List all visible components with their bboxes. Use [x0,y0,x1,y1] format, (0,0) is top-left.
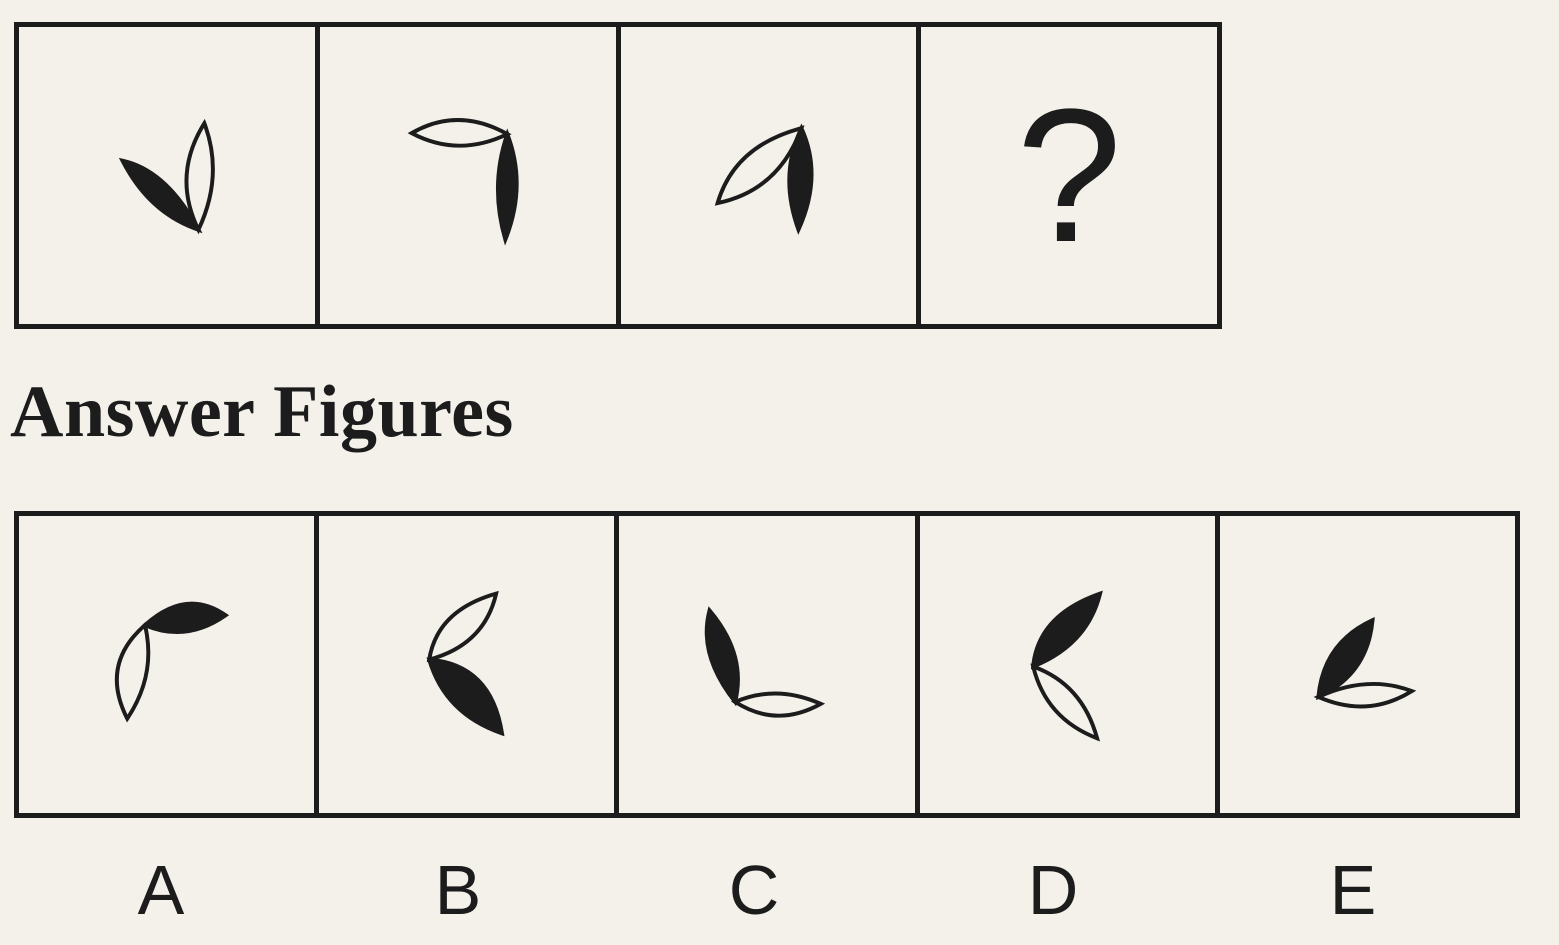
problem-figure-3 [621,27,922,324]
problem-figures-row: ? [14,22,1222,329]
option-label-e: E [1329,851,1377,929]
problem-figure-2 [320,27,621,324]
problem-figure-1 [19,27,320,324]
white-leaf [731,691,826,718]
leaf-pair-option-e [1313,617,1417,709]
white-leaf [114,621,151,723]
option-label-d: D [1027,851,1079,929]
question-mark: ? [1016,70,1122,282]
white-leaf [426,590,499,663]
white-leaf [1313,682,1417,709]
option-label-c: C [728,851,780,929]
white-leaf [184,118,215,235]
answer-option-c[interactable] [619,516,920,813]
leaf-pair-figure-1 [118,118,215,235]
answer-option-b[interactable] [319,516,620,813]
option-label-b: B [434,851,482,929]
leaf-pair-option-b [426,590,505,737]
leaf-pair-option-c [705,606,826,718]
leaf-pair-figure-3 [714,123,814,235]
black-leaf [141,601,230,635]
answer-option-e[interactable] [1220,516,1515,813]
white-leaf [1029,663,1100,742]
black-leaf [495,128,519,246]
option-label-a: A [137,851,185,929]
leaf-pair-option-d [1029,590,1103,742]
problem-figure-missing: ? [921,27,1217,324]
answer-figures-row [14,511,1520,818]
answer-figures-heading: Answer Figures [10,371,514,453]
black-leaf [118,157,203,234]
black-leaf [426,657,505,737]
black-leaf [786,123,814,235]
black-leaf [1315,617,1375,701]
black-leaf [705,606,741,707]
white-leaf [407,118,512,148]
answer-option-d[interactable] [920,516,1220,813]
leaf-pair-option-a [114,601,230,723]
leaf-pair-figure-2 [407,118,519,246]
answer-option-a[interactable] [19,516,320,813]
black-leaf [1030,590,1103,670]
white-leaf [714,125,805,206]
